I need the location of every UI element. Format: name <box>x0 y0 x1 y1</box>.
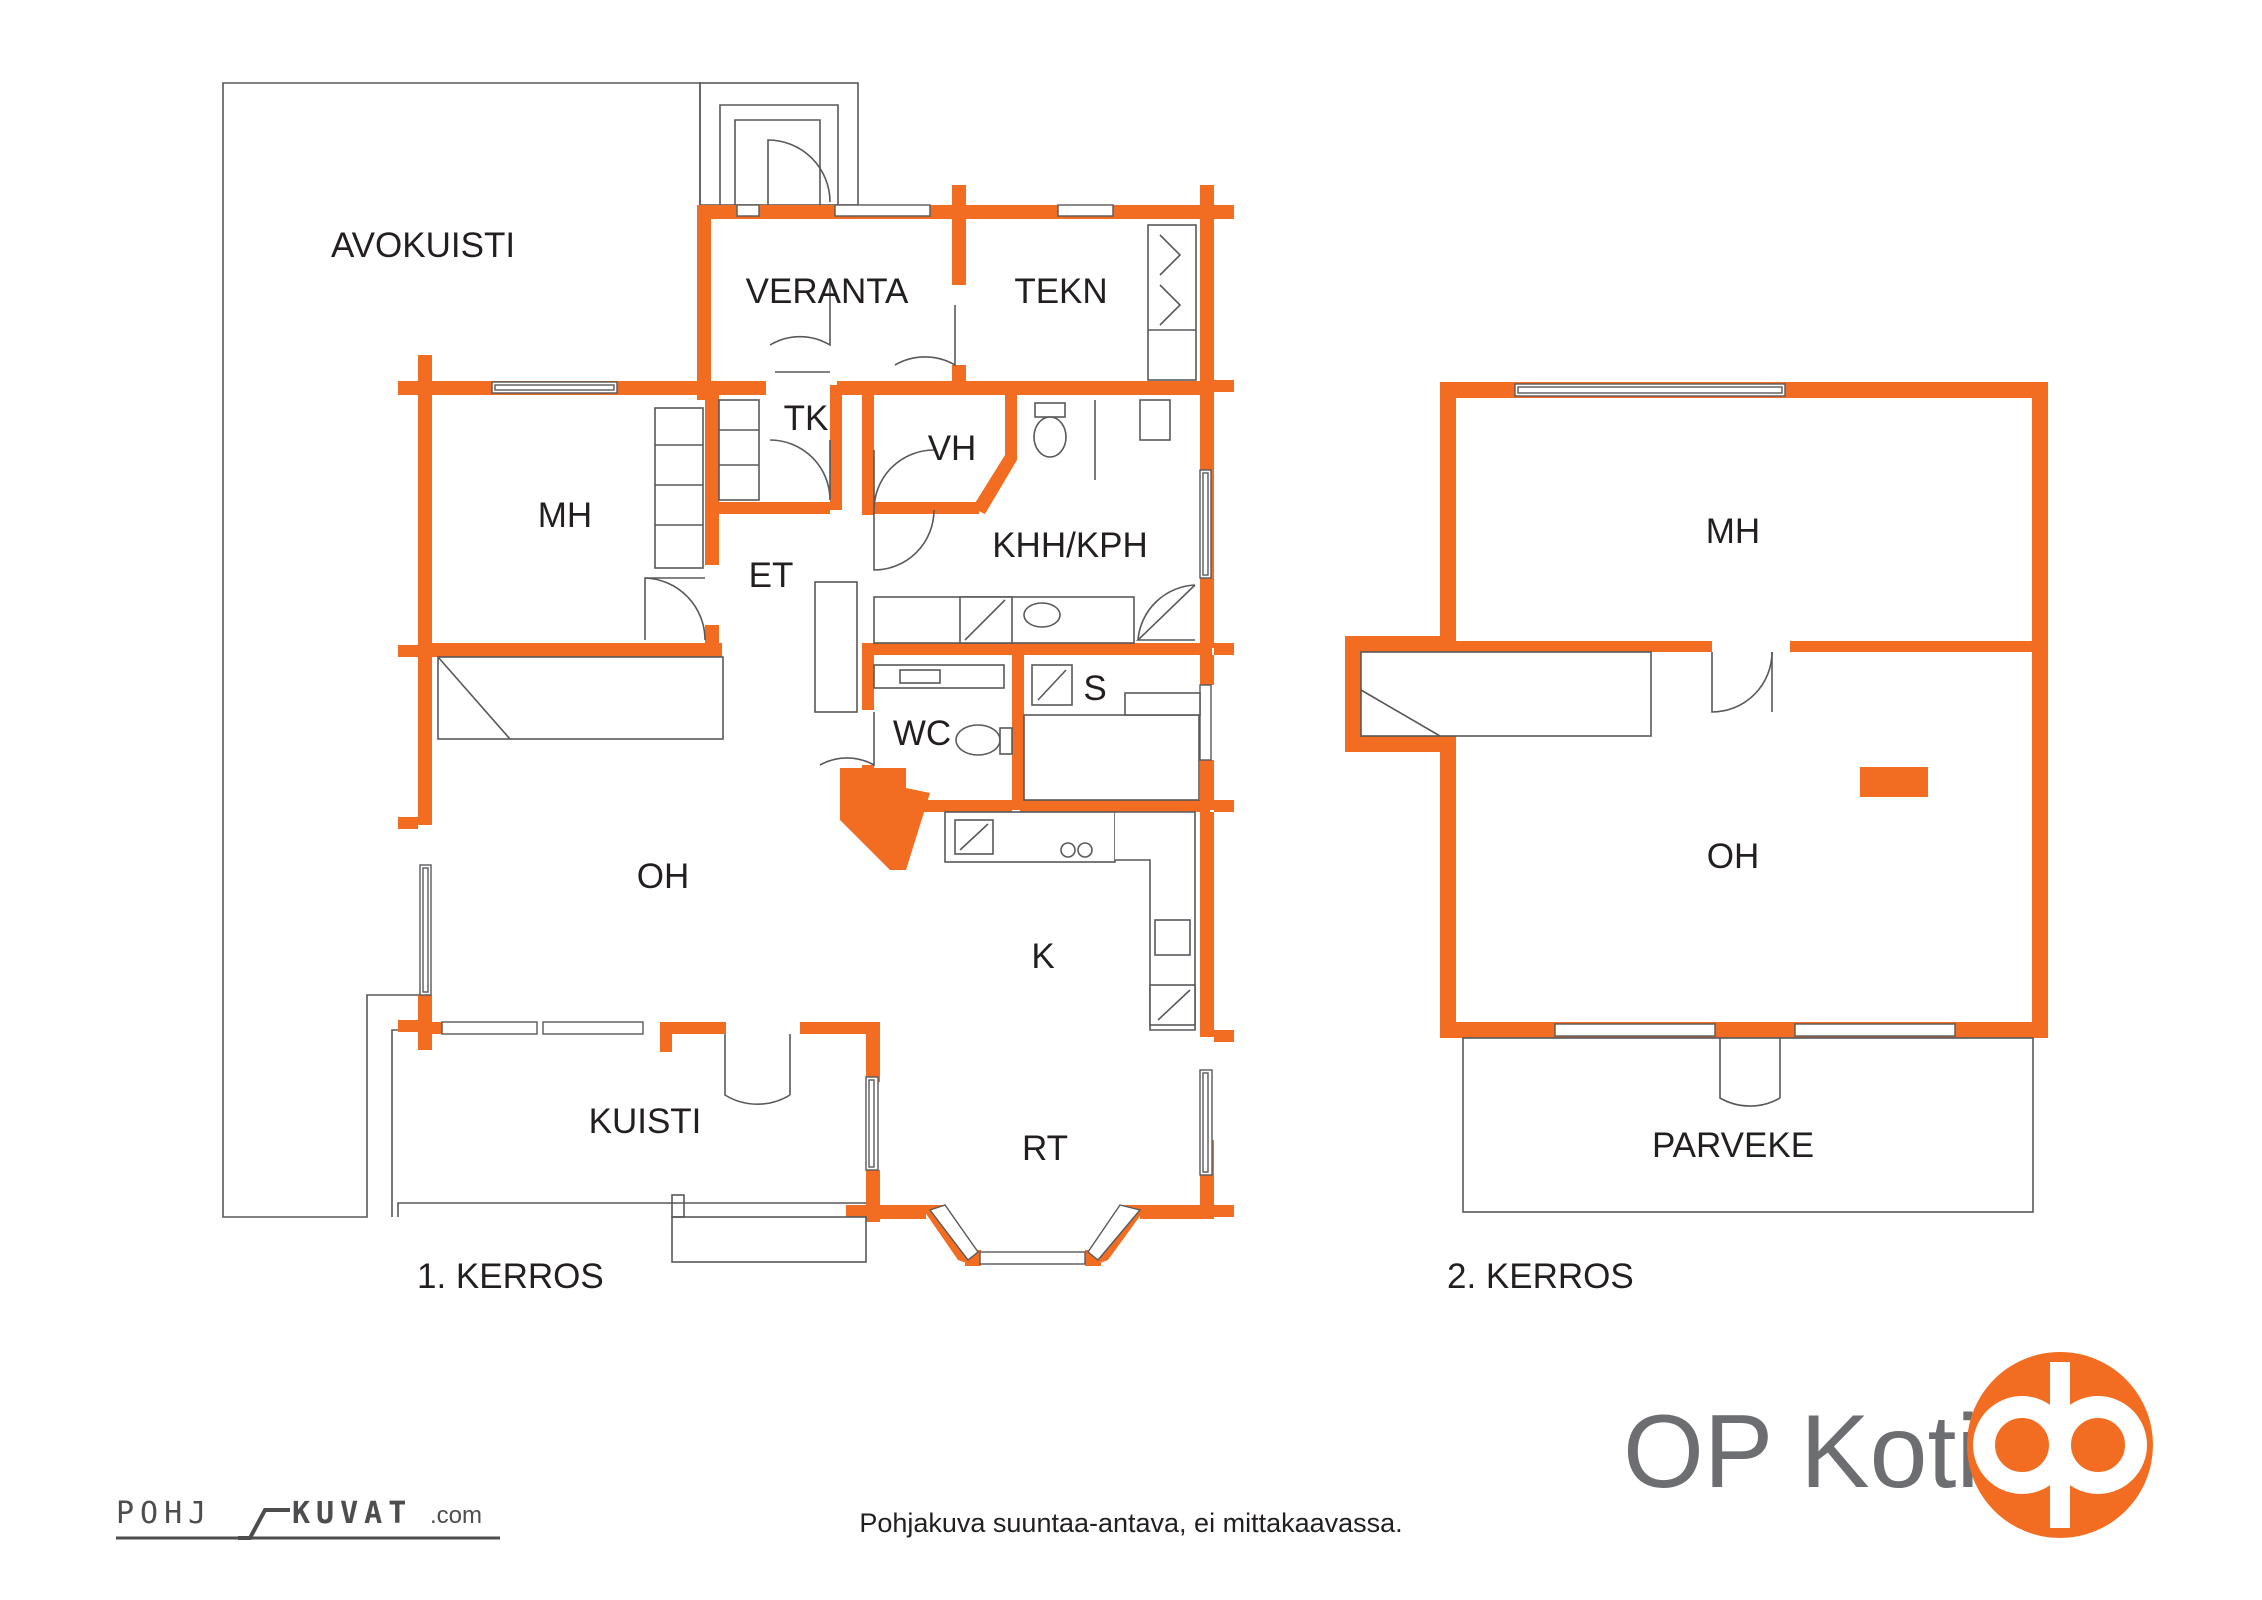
room-label-et: ET <box>749 556 794 595</box>
floor-2-plan: MH OH PARVEKE 2. KERROS <box>1345 382 2048 1296</box>
room-label-avokuisti: AVOKUISTI <box>331 226 515 265</box>
floor-2-doors <box>1711 651 1781 1107</box>
room-label-oh-1: OH <box>637 857 690 896</box>
watermark-right-text: KUVAT <box>292 1496 412 1531</box>
room-label-rt: RT <box>1022 1129 1068 1168</box>
floor-1-plan: AVOKUISTI VERANTA TEKN TK VH MH ET KHH/K… <box>222 82 1234 1296</box>
room-label-tk: TK <box>784 399 829 438</box>
room-label-parveke: PARVEKE <box>1652 1126 1814 1165</box>
room-label-k: K <box>1031 937 1054 976</box>
room-label-tekn: TEKN <box>1014 272 1107 311</box>
floor-1-doors <box>644 278 1196 1105</box>
floor-2-title: 2. KERROS <box>1447 1257 1634 1296</box>
watermark-left-text: POHJ <box>116 1496 212 1531</box>
pohjakuvat-watermark: POHJ KUVAT .com <box>116 1496 500 1540</box>
room-label-s: S <box>1083 669 1106 708</box>
floor-2-fixtures <box>1360 651 2034 1213</box>
op-logo-icon <box>1967 1352 2153 1538</box>
room-label-vh: VH <box>928 429 977 468</box>
disclaimer-text: Pohjakuva suuntaa-antava, ei mittakaavas… <box>859 1508 1402 1538</box>
floor-1-fixtures <box>397 224 1201 1263</box>
room-label-mh-2: MH <box>1706 512 1760 551</box>
room-label-veranta: VERANTA <box>746 272 909 311</box>
floor-2-windows <box>1514 383 1956 1037</box>
brand-name: OP Koti <box>1623 1394 1979 1510</box>
room-label-kuisti: KUISTI <box>589 1102 702 1141</box>
room-label-khh-kph: KHH/KPH <box>992 526 1148 565</box>
room-label-mh-1: MH <box>538 496 592 535</box>
entrance-step-box <box>699 82 859 206</box>
watermark-domain-text: .com <box>430 1502 482 1529</box>
room-label-oh-2: OH <box>1707 837 1760 876</box>
floor-1-windows <box>419 204 1213 1265</box>
room-label-wc: WC <box>893 714 951 753</box>
watermark-mark-icon <box>238 1508 290 1540</box>
floor-1-title: 1. KERROS <box>417 1257 604 1296</box>
